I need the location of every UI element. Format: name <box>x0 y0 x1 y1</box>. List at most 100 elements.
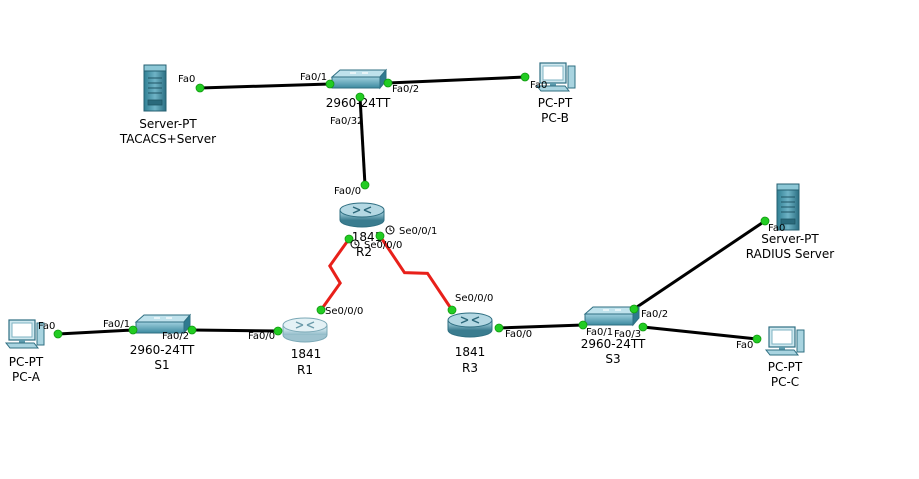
device-model-label: 2960-24TT <box>581 337 646 351</box>
port-label: Se0/0/1 <box>399 226 437 237</box>
port-swtop-pcb-b[interactable]: Fa0 <box>520 72 547 91</box>
link-swtop-pcb[interactable] <box>387 75 526 85</box>
link-s1-r1[interactable] <box>191 328 279 333</box>
port-r3-s3-b[interactable]: Fa0/1 <box>578 320 613 338</box>
port-label: Fa0 <box>38 321 55 332</box>
port-status-dot <box>375 231 385 241</box>
port-label: Fa0/0 <box>505 329 532 340</box>
port-s1-r1-b[interactable]: Fa0/0 <box>248 326 283 342</box>
port-r2-r1-b[interactable]: Se0/0/0 <box>316 305 363 317</box>
port-status-dot <box>638 322 648 332</box>
link-pca-s1[interactable] <box>57 328 134 336</box>
link-r2-r1[interactable] <box>319 238 351 311</box>
pc-icon <box>535 62 576 92</box>
port-status-dot <box>360 180 370 190</box>
device-name-label: R2 <box>356 245 372 259</box>
switch-icon <box>330 68 388 90</box>
router-icon <box>447 312 493 338</box>
device-model-label: 2960-24TT <box>130 343 195 357</box>
port-r2-r3-b[interactable]: Se0/0/0 <box>447 293 493 315</box>
port-tacacs-swtop-b[interactable]: Fa0/1 <box>300 72 335 89</box>
router-icon <box>339 202 385 228</box>
port-label: Fa0/2 <box>162 331 189 342</box>
port-status-dot <box>128 325 138 335</box>
port-tacacs-swtop-a[interactable]: Fa0 <box>178 74 205 93</box>
port-s3-pcc-b[interactable]: Fa0 <box>736 334 762 351</box>
port-status-dot <box>53 329 63 339</box>
port-label: Fa0 <box>178 74 195 85</box>
device-model-label: 2960-24TT <box>326 96 391 110</box>
link-r3-s3[interactable] <box>498 323 584 330</box>
device-model-label: PC-PT <box>9 355 44 369</box>
server-icon <box>143 64 167 112</box>
port-label: Fa0/0 <box>334 186 361 197</box>
port-swtop-pcb-a[interactable]: Fa0/2 <box>383 78 419 95</box>
link-s3-pcc[interactable] <box>642 325 758 341</box>
port-label: Fa0 <box>530 80 547 91</box>
port-r3-s3-a[interactable]: Fa0/0 <box>494 323 532 340</box>
port-label: Fa0/3 <box>614 329 641 340</box>
port-pca-s1-b[interactable]: Fa0/1 <box>103 319 138 335</box>
device-name-label: S3 <box>605 352 620 366</box>
clock-icon <box>350 239 360 249</box>
port-swtop-r2-b[interactable]: Fa0/0 <box>334 180 370 197</box>
port-status-dot <box>344 234 354 244</box>
device-name-label: TACACS+Server <box>119 132 216 146</box>
port-label: Fa0/32 <box>330 116 363 127</box>
pc-icon <box>4 319 45 349</box>
device-name-label: RADIUS Server <box>746 247 834 261</box>
port-label: Se0/0/0 <box>325 306 363 317</box>
port-s1-r1-a[interactable]: Fa0/2 <box>162 325 197 342</box>
port-status-dot <box>187 325 197 335</box>
port-s3-radius-b[interactable]: Fa0 <box>760 216 785 234</box>
port-label: Fa0 <box>768 223 785 234</box>
device-model-label: 1841 <box>291 347 322 361</box>
device-name-label: PC-B <box>541 111 569 125</box>
device-sw_top[interactable]: 2960-24TT <box>326 68 391 110</box>
port-status-dot <box>195 83 205 93</box>
device-model-label: Server-PT <box>761 232 819 246</box>
port-r2-r1-a[interactable]: Se0/0/0 <box>344 234 402 251</box>
device-name-label: R1 <box>297 363 313 377</box>
port-status-dot <box>629 304 639 314</box>
pc-icon <box>764 326 805 356</box>
link-swtop-r2[interactable] <box>358 96 367 186</box>
clock-icon <box>385 225 395 235</box>
server-icon <box>776 183 800 231</box>
port-status-dot <box>578 320 588 330</box>
port-status-dot <box>383 78 393 88</box>
port-status-dot <box>760 216 770 226</box>
port-label: Se0/0/0 <box>364 240 402 251</box>
port-pca-s1-a[interactable]: Fa0 <box>38 321 63 339</box>
port-status-dot <box>447 305 457 315</box>
port-s3-pcc-a[interactable]: Fa0/3 <box>614 322 648 340</box>
port-status-dot <box>752 334 762 344</box>
port-status-dot <box>325 79 335 89</box>
link-tacacs-swtop[interactable] <box>199 82 331 90</box>
device-name-label: PC-A <box>12 370 41 384</box>
device-name-label: S1 <box>154 358 169 372</box>
port-label: Fa0/2 <box>392 84 419 95</box>
port-s3-radius-a[interactable]: Fa0/2 <box>629 304 668 320</box>
link-s3-radius[interactable] <box>633 219 766 311</box>
port-label: Fa0/1 <box>300 72 327 83</box>
port-label: Se0/0/0 <box>455 293 493 304</box>
link-r2-r3[interactable] <box>378 235 454 311</box>
device-model-label: PC-PT <box>538 96 573 110</box>
port-r2-r3-a[interactable]: Se0/0/1 <box>375 226 437 241</box>
router-icon <box>282 317 328 343</box>
port-swtop-r2-a[interactable]: Fa0/32 <box>330 92 365 127</box>
port-label: Fa0/1 <box>103 319 130 330</box>
